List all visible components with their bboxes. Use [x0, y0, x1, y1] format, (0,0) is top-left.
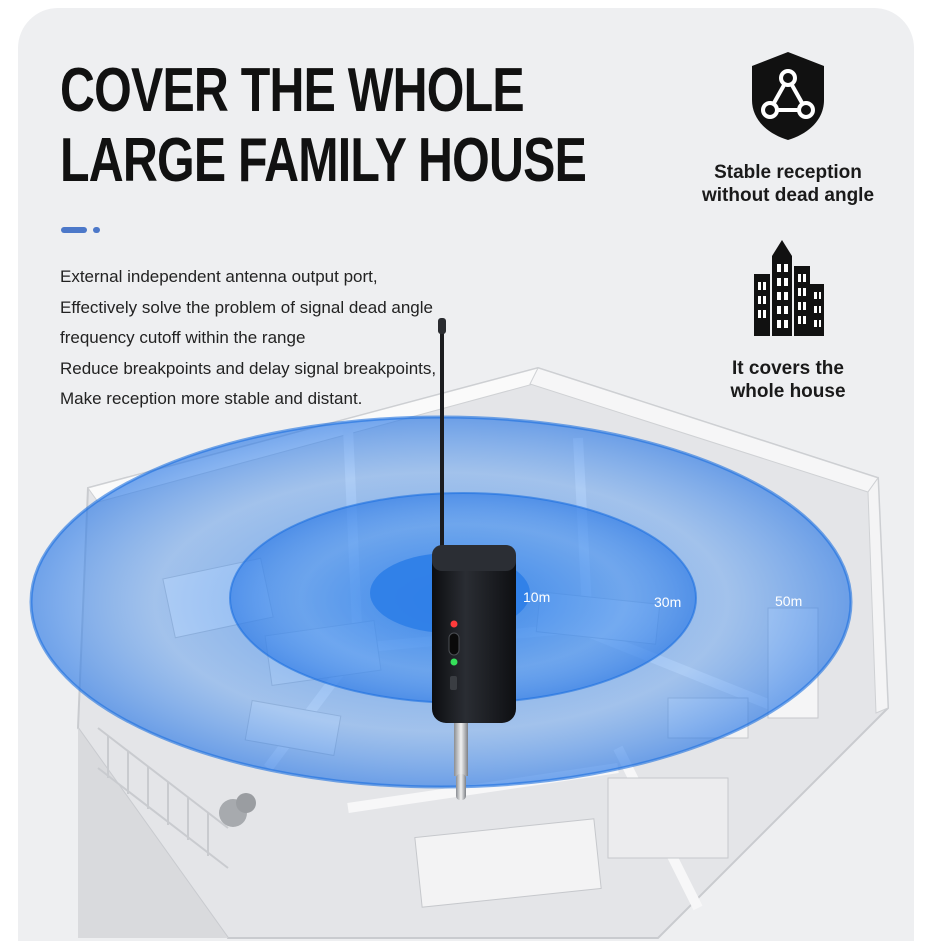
product-card: 10m 30m 50m COVER THE WHOLE LARGE FAMILY…: [18, 8, 914, 941]
description-line: Effectively solve the problem of signal …: [60, 297, 433, 317]
feature-label-line-1: It covers the: [732, 358, 844, 379]
accent-divider: [61, 227, 105, 233]
buildings-icon: [754, 240, 824, 336]
power-switch: [450, 676, 457, 690]
wireless-receiver: [432, 318, 516, 800]
headline-line-1: COVER THE WHOLE: [60, 56, 525, 125]
description-line: frequency cutoff within the range: [60, 328, 306, 347]
feature-whole-house: It covers the whole house: [678, 238, 898, 403]
range-label-30m: 30m: [654, 594, 681, 610]
description-line: Reduce breakpoints and delay signal brea…: [60, 358, 437, 378]
headline: COVER THE WHOLE LARGE FAMILY HOUSE: [60, 56, 587, 196]
feature-label-line-1: Stable reception: [714, 162, 862, 183]
usb-c-port: [448, 632, 460, 656]
green-led-indicator: [450, 658, 458, 666]
description-line: External independent antenna output port…: [60, 267, 378, 286]
feature-label-line-2: without dead angle: [701, 185, 875, 206]
shield-triangle-icon: [752, 52, 824, 140]
description-line: Make reception more stable and distant.: [60, 389, 363, 408]
range-label-50m: 50m: [775, 593, 802, 609]
headline-line-2: LARGE FAMILY HOUSE: [60, 126, 587, 195]
feature-label-line-2: whole house: [730, 381, 846, 402]
house-coverage-illustration: 10m 30m 50m: [29, 318, 890, 939]
red-led-indicator: [450, 620, 458, 628]
description: External independent antenna output port…: [60, 262, 540, 415]
feature-stable-reception: Stable reception without dead angle: [678, 50, 898, 207]
range-label-10m: 10m: [523, 589, 550, 605]
